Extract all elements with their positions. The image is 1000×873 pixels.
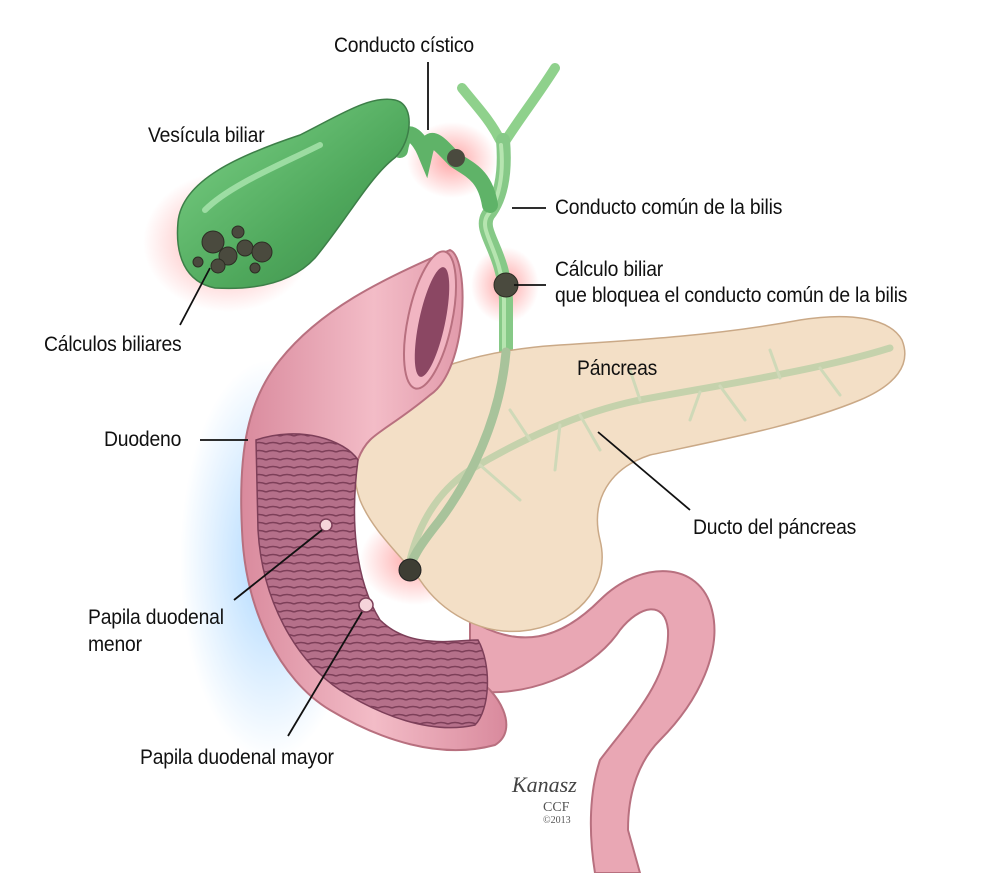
gallbladder-highlight — [202, 142, 323, 213]
hepatic-duct-left — [457, 83, 505, 145]
duodenum-opening-inner — [414, 267, 450, 377]
leader-lines — [179, 62, 691, 737]
gallbladder — [176, 98, 410, 290]
jejunum-loop — [469, 570, 716, 873]
label-pancreatic-duct: Ducto del páncreas — [693, 516, 857, 539]
label-stone-line2: que bloquea el conducto común de la bili… — [555, 284, 908, 307]
leader-gallstones — [179, 267, 211, 326]
label-gallbladder: Vesícula biliar — [148, 124, 265, 147]
label-minor-papilla-line2: menor — [88, 633, 142, 656]
major-papilla — [358, 597, 374, 613]
label-minor-papilla-line1: Papila duodenal — [88, 606, 224, 629]
label-pancreas: Páncreas — [577, 357, 658, 380]
leader-minor-papilla — [233, 529, 323, 601]
label-stone-line1: Cálculo biliar — [555, 258, 664, 281]
artist-signature: Kanasz — [512, 772, 577, 797]
leader-major-papilla — [287, 611, 363, 737]
cystic-duct-stone — [447, 149, 465, 167]
cystic-duct — [392, 126, 498, 213]
intrapancreatic-bile-duct — [403, 347, 511, 580]
gallstones-cluster — [192, 225, 273, 274]
hepatic-duct-right — [501, 63, 560, 145]
label-duodenum: Duodeno — [104, 428, 182, 451]
label-major-papilla: Papila duodenal mayor — [140, 746, 334, 769]
label-cystic-duct: Conducto cístico — [334, 34, 474, 57]
pancreatic-duct-branches — [478, 348, 842, 502]
minor-papilla — [319, 518, 333, 532]
pancreatic-duct — [406, 344, 894, 564]
label-gallstones: Cálculos biliares — [44, 333, 182, 356]
signature-year: ©2013 — [543, 815, 571, 826]
common-bile-duct-highlight — [483, 143, 506, 352]
leader-pancreatic-duct — [597, 431, 691, 511]
label-common-bile-duct: Conducto común de la bilis — [555, 196, 783, 219]
ampulla-stone — [398, 558, 422, 582]
signature-org: CCF — [543, 800, 570, 815]
